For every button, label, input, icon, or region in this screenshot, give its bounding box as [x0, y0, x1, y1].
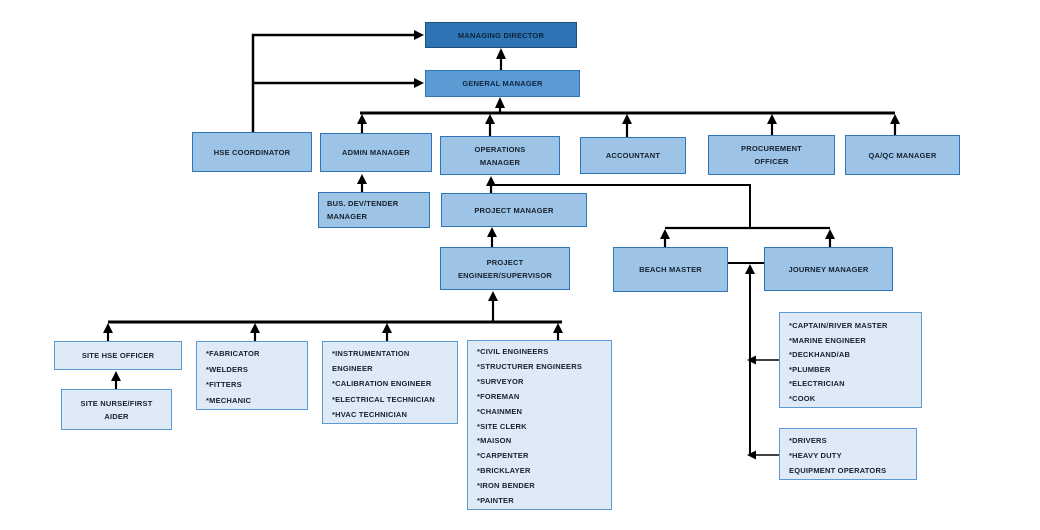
crew-list-line: *MECHANIC [206, 395, 252, 405]
crew-list-line: *CALIBRATION ENGINEER [332, 379, 432, 389]
org-box-civil-crew: *CIVIL ENGINEERS *STRUCTURER ENGINEERS *SU… [467, 340, 612, 510]
org-box-beach-master: BEACH MASTER [613, 247, 728, 292]
general-manager-label: GENERAL MANAGER [462, 79, 543, 88]
crew-list-line: *DECKHAND/AB [789, 350, 851, 360]
admin-manager-label: ADMIN MANAGER [341, 148, 410, 157]
crew-list-line: *BRICKLAYER [477, 466, 531, 476]
org-box-instrumentation-crew: *INSTRUMENTATION ENGINEER *CALIBRATION ENG… [322, 341, 458, 424]
org-box-marine-crew: *CAPTAIN/RIVER MASTER *MARINE ENGINEER *DE… [779, 312, 922, 408]
crew-list-line: *SITE CLERK [477, 421, 527, 431]
crew-list-line: *CHAINMEN [477, 406, 523, 416]
crew-list-line: *WELDERS [206, 364, 249, 374]
org-box-operations-manager: OPERATIONS MANAGER [440, 136, 560, 175]
org-box-managing-director: MANAGING DIRECTOR [425, 22, 577, 48]
org-box-site-hse-officer: SITE HSE OFFICER [54, 341, 182, 370]
org-box-admin-manager: ADMIN MANAGER [320, 133, 432, 172]
site-hse-officer-label: SITE HSE OFFICER [81, 351, 155, 360]
crew-list-line: *PLUMBER [789, 364, 831, 374]
crew-list-line: *MAISON [477, 436, 512, 446]
arrowheads [103, 30, 900, 460]
org-box-fabrication-crew: *FABRICATOR *WELDERS *FITTERS *MECHANIC [196, 341, 308, 410]
org-box-accountant: ACCOUNTANT [580, 137, 686, 174]
org-box-hse-coordinator: HSE COORDINATOR [192, 132, 312, 172]
crew-list-line: ENGINEER [332, 364, 373, 374]
crew-list-line: *MARINE ENGINEER [789, 335, 866, 345]
crew-list-line: *CIVIL ENGINEERS [477, 347, 549, 356]
managing-director-label: MANAGING DIRECTOR [457, 30, 545, 40]
crew-list-line: *SURVEYOR [477, 376, 524, 386]
org-box-site-nurse-first-aider: SITE NURSE/FIRST AIDER [61, 389, 172, 430]
org-box-project-engineer-supervisor: PROJECT ENGINEER/SUPERVISOR [440, 247, 570, 290]
crew-list-line: *DRIVERS [789, 436, 827, 445]
org-box-qa-qc-manager: QA/QC MANAGER [845, 135, 960, 175]
crew-list-line: EQUIPMENT OPERATORS [789, 466, 887, 475]
crew-list-line: *CAPTAIN/RIVER MASTER [789, 321, 888, 330]
hse-coordinator-label: HSE COORDINATOR [213, 147, 291, 157]
project-manager-label: PROJECT MANAGER [474, 205, 554, 215]
crew-list-line: *FABRICATOR [206, 349, 260, 358]
journey-manager-label: JOURNEY MANAGER [788, 264, 869, 274]
procurement-officer-label: PROCUREMENT OFFICER [741, 144, 802, 166]
org-box-procurement-officer: PROCUREMENT OFFICER [708, 135, 835, 175]
crew-list-line: *INSTRUMENTATION [332, 349, 410, 358]
crew-list-line: *FITTERS [206, 380, 242, 389]
crew-list-line: *CARPENTER [477, 451, 529, 461]
qa-qc-manager-label: QA/QC MANAGER [868, 150, 937, 160]
operations-manager-label: OPERATIONS MANAGER [474, 144, 526, 167]
crew-list-line: *FOREMAN [477, 391, 520, 401]
project-engineer-supervisor-label: PROJECT ENGINEER/SUPERVISOR [457, 257, 553, 280]
crew-list-line: *HVAC TECHNICIAN [332, 409, 408, 419]
crew-list-line: *STRUCTURER ENGINEERS [477, 361, 583, 371]
beach-master-label: BEACH MASTER [639, 265, 702, 274]
crew-list-line: *HEAVY DUTY [789, 451, 842, 460]
accountant-label: ACCOUNTANT [605, 151, 661, 160]
crew-list-line: *ELECTRICIAN [789, 379, 845, 389]
org-box-bus-dev-tender-manager: BUS. DEV/TENDER MANAGER [318, 192, 430, 228]
crew-list-line: *PAINTER [477, 496, 514, 506]
crew-list-line: *ELECTRICAL TECHNICIAN [332, 394, 436, 404]
org-box-general-manager: GENERAL MANAGER [425, 70, 580, 97]
crew-list-line: *COOK [789, 393, 816, 403]
org-box-journey-manager: JOURNEY MANAGER [764, 247, 893, 291]
org-box-drivers-crew: *DRIVERS *HEAVY DUTY EQUIPMENT OPERATORS [779, 428, 917, 480]
bus-dev-tender-manager-label: BUS. DEV/TENDER MANAGER [327, 199, 399, 221]
site-nurse-first-aider-label: SITE NURSE/FIRST AIDER [80, 398, 153, 421]
crew-list-line: *IRON BENDER [477, 481, 535, 491]
org-box-project-manager: PROJECT MANAGER [441, 193, 587, 227]
